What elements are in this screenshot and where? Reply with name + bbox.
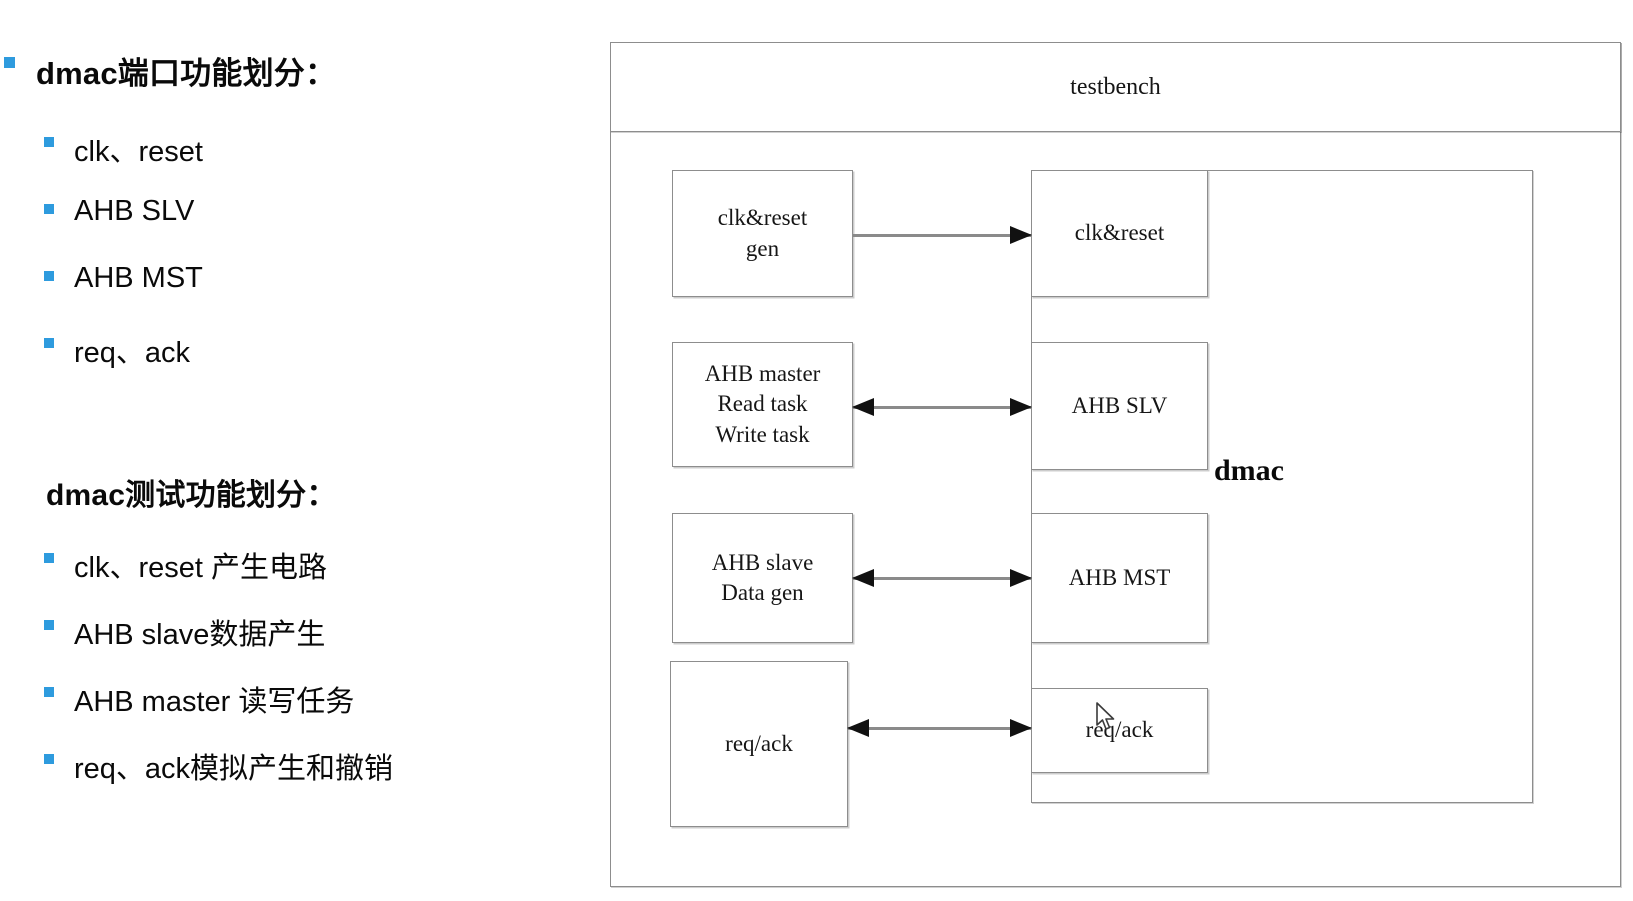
list-item-label: clk、reset 产生电路 (74, 552, 327, 584)
arrow-shaft (848, 727, 1031, 730)
list-item-label: AHB slave数据产生 (74, 619, 326, 651)
list-item-label: AHB MST (74, 262, 203, 294)
bullet-text-column: dmac端口功能划分： clk、reset AHB SLV AHB MST re… (0, 0, 570, 901)
heading-ports: dmac端口功能划分： (4, 48, 336, 93)
bullet-square-icon (44, 203, 54, 214)
list-item: req、ack (44, 329, 190, 371)
arrowhead-right-icon (1010, 568, 1032, 587)
list-item: AHB SLV (44, 195, 194, 228)
list-item: AHB master 读写任务 (44, 678, 354, 720)
bullet-square-icon (4, 56, 15, 68)
arrowhead-right-icon (1010, 225, 1032, 244)
block-dmac-ahb-mst[interactable]: AHB MST (1031, 513, 1208, 643)
list-item: clk、reset (44, 128, 203, 170)
block-ahb-slave-data-gen[interactable]: AHB slave Data gen (672, 513, 853, 643)
block-dmac-ahb-slv[interactable]: AHB SLV (1031, 342, 1208, 470)
block-clk-reset-gen[interactable]: clk&reset gen (672, 170, 853, 297)
arrowhead-right-icon (1010, 397, 1032, 416)
arrow-ahb-master-slv (852, 397, 1032, 416)
heading-test-functions-label: dmac测试功能划分： (46, 479, 337, 512)
arrow-shaft (853, 406, 1031, 409)
testbench-title-band (610, 42, 1621, 132)
arrow-ahb-slave-mst (852, 568, 1032, 587)
dmac-label: dmac (1214, 454, 1284, 487)
arrow-shaft (853, 234, 1031, 237)
bullet-square-icon (44, 619, 54, 630)
heading-test-functions: dmac测试功能划分： (46, 470, 337, 514)
arrowhead-left-icon (852, 568, 874, 587)
arrowhead-left-icon (852, 397, 874, 416)
bullet-square-icon (44, 337, 54, 348)
list-item: AHB slave数据产生 (44, 611, 325, 653)
list-item-label: req、ack模拟产生和撤销 (74, 753, 394, 785)
list-item-label: req、ack (74, 337, 191, 369)
arrow-clk-reset (853, 225, 1032, 244)
testbench-title: testbench (1070, 73, 1161, 100)
heading-ports-label: dmac端口功能划分： (36, 56, 337, 91)
list-item-label: AHB master 读写任务 (74, 686, 355, 718)
arrow-shaft (853, 577, 1031, 580)
arrowhead-right-icon (1010, 718, 1032, 737)
list-item-label: clk、reset (74, 136, 203, 168)
bullet-square-icon (44, 686, 54, 697)
list-item-label: AHB SLV (74, 195, 195, 227)
bullet-square-icon (44, 270, 54, 281)
arrowhead-left-icon (847, 718, 869, 737)
bullet-square-icon (44, 136, 54, 147)
arrow-req-ack (847, 718, 1032, 737)
list-item: AHB MST (44, 262, 203, 295)
bullet-square-icon (44, 753, 54, 764)
bullet-square-icon (44, 552, 54, 563)
list-item: req、ack模拟产生和撤销 (44, 745, 393, 787)
block-dmac-clk-reset[interactable]: clk&reset (1031, 170, 1208, 297)
list-item: clk、reset 产生电路 (44, 544, 327, 586)
block-req-ack-stim[interactable]: req/ack (670, 661, 848, 827)
mouse-pointer-icon (1096, 702, 1115, 730)
block-ahb-master-tasks[interactable]: AHB master Read task Write task (672, 342, 853, 467)
block-dmac-req-ack[interactable]: req/ack (1031, 688, 1208, 773)
